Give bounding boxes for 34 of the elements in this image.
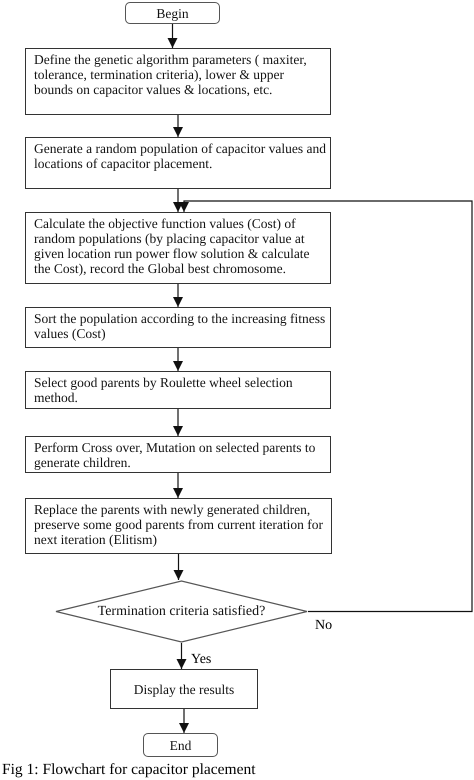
arrow — [174, 554, 184, 580]
arrow — [176, 643, 186, 669]
step-text: Calculate the objective function values (Cost) of random populations (by placing capacitor value at given location run power flow solution & calculate the Cost), record the Global best chromosome. — [34, 216, 311, 276]
arrow — [173, 189, 183, 212]
step-text: Termination criteria satisfied? — [98, 604, 266, 619]
process-box — [25, 371, 331, 409]
process-box — [25, 48, 331, 115]
terminal-box — [125, 2, 220, 24]
process-box — [25, 436, 331, 473]
arrow — [179, 200, 473, 612]
step-text: Generate a random population of capacitor values and locations of capacitor placement. — [34, 141, 326, 171]
arrow — [173, 284, 183, 307]
arrow — [173, 115, 183, 137]
arrow — [173, 473, 183, 498]
step-text: Sort the population according to the increasing fitness values (Cost) — [34, 311, 326, 341]
step-text: End — [170, 738, 192, 752]
arrow — [168, 24, 178, 48]
process-box — [25, 137, 331, 189]
step-text: Select good parents by Roulette wheel selection method. — [34, 375, 294, 405]
process-box — [110, 669, 258, 709]
decision-diamond — [55, 580, 308, 643]
step-text: Display the results — [134, 682, 234, 696]
process-box — [25, 307, 331, 348]
arrow — [179, 709, 189, 733]
figure-caption: Fig 1: Flowchart for capacitor placement — [2, 761, 256, 779]
step-text: Define the genetic algorithm parameters ( maxiter, tolerance, termination criteria), lower & upper bounds on capacitor values & locations, etc. — [34, 52, 308, 97]
step-text: Begin — [156, 6, 189, 20]
process-box — [25, 498, 332, 554]
terminal-box — [143, 733, 218, 757]
process-box — [25, 212, 331, 284]
arrow — [173, 348, 183, 371]
arrow — [173, 409, 183, 436]
step-text: Replace the parents with newly generated children, preserve some good parents from current iteration for next iteration (Elitism) — [34, 502, 324, 547]
step-text: Perform Cross over, Mutation on selected parents to generate children. — [34, 440, 316, 470]
